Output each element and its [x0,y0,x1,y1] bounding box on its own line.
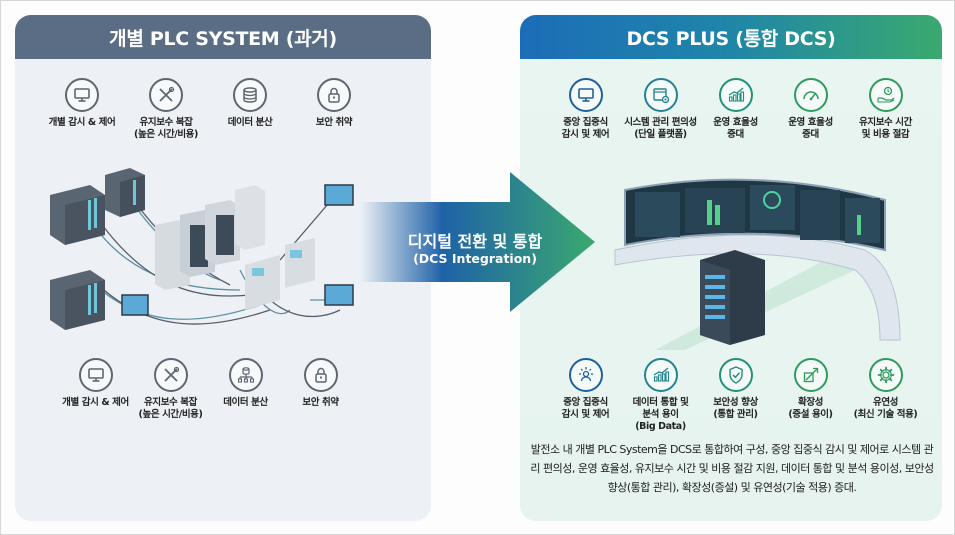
dashboard-screens [635,185,880,243]
arrow-shape [360,172,595,312]
database-icon [233,78,267,112]
feature-security-improvement: 보안성 향상 (통합 관리) [698,358,773,433]
feature-flexibility: 유연성 (최신 기술 적용) [848,358,923,433]
feature-complex-maintenance: 유지보수 복잡 (높은 시간/비용) [133,358,208,421]
feature-weak-security: 보안 취약 [283,358,358,421]
lock-icon [303,358,338,392]
feature-individual-monitoring: 개별 감시 & 제어 [40,78,124,141]
dcs-features-bottom: 중앙 집중식 감시 및 제어 데이터 통합 및 분석 용이 (Big Data)… [548,358,923,433]
monitor-icon [568,78,603,112]
gauge-icon [793,78,828,112]
dcs-features-top: 중앙 집중식 감시 및 제어 시스템 관리 편의성 (단일 플랫폼) 운영 효율… [548,78,923,141]
feature-data-distributed: 데이터 분산 [208,78,292,141]
hand-clock-icon [868,78,903,112]
user-arrows-icon [568,358,603,392]
growth-chart-icon [643,358,678,392]
legacy-features-bottom: 개별 감시 & 제어 유지보수 복잡 (높은 시간/비용) 데이터 분산 보안 … [58,358,358,421]
shield-check-icon [718,358,753,392]
growth-chart-icon [718,78,753,112]
operator-panels [245,238,315,310]
plc-rack-2 [105,168,145,217]
feature-complex-maintenance: 유지보수 복잡 (높은 시간/비용) [124,78,208,141]
expand-icon [793,358,828,392]
tools-icon [149,78,183,112]
plc-rack-1 [50,185,105,245]
integrated-control-room-illustration [614,178,901,350]
transition-arrow: 디지털 전환 및 통합 (DCS Integration) [360,172,600,312]
feature-maintenance-cost-saving: 유지보수 시간 및 비용 절감 [848,78,923,141]
feature-data-integration: 데이터 통합 및 분석 용이 (Big Data) [623,358,698,433]
feature-scalability: 확장성 (증설 용이) [773,358,848,433]
arrow-subtitle: (DCS Integration) [413,251,537,266]
feature-system-management: 시스템 관리 편의성 (단일 플랫폼) [623,78,698,141]
dcs-panel-title: DCS PLUS (통합 DCS) [520,15,942,59]
legacy-features-top: 개별 감시 & 제어 유지보수 복잡 (높은 시간/비용) 데이터 분산 보안 … [40,78,376,141]
plc-rack-3 [50,270,105,330]
lock-icon [317,78,351,112]
window-gear-icon [643,78,678,112]
dcs-summary-text: 발전소 내 개별 PLC System을 DCS로 통합하여 구성, 중앙 집중… [530,443,934,494]
feature-operation-efficiency-1: 운영 효율성 증대 [698,78,773,141]
network-database-icon [228,358,263,392]
legacy-panel-title: 개별 PLC SYSTEM (과거) [15,15,431,59]
feature-operation-efficiency-2: 운영 효율성 증대 [773,78,848,141]
monitor-icon [78,358,113,392]
feature-individual-monitoring: 개별 감시 & 제어 [58,358,133,421]
feature-data-distributed: 데이터 분산 [208,358,283,421]
feature-central-monitoring: 중앙 집중식 감시 및 제어 [548,78,623,141]
server-rack [700,250,765,345]
arrow-title: 디지털 전환 및 통합 [407,232,543,251]
monitor-icon [65,78,99,112]
gear-icon [868,358,903,392]
control-cabinets [155,185,265,290]
feature-central-monitoring: 중앙 집중식 감시 및 제어 [548,358,623,433]
feature-weak-security: 보안 취약 [292,78,376,141]
distributed-plc-cabinets-illustration [50,168,354,330]
tools-icon [153,358,188,392]
workstations [121,184,354,316]
